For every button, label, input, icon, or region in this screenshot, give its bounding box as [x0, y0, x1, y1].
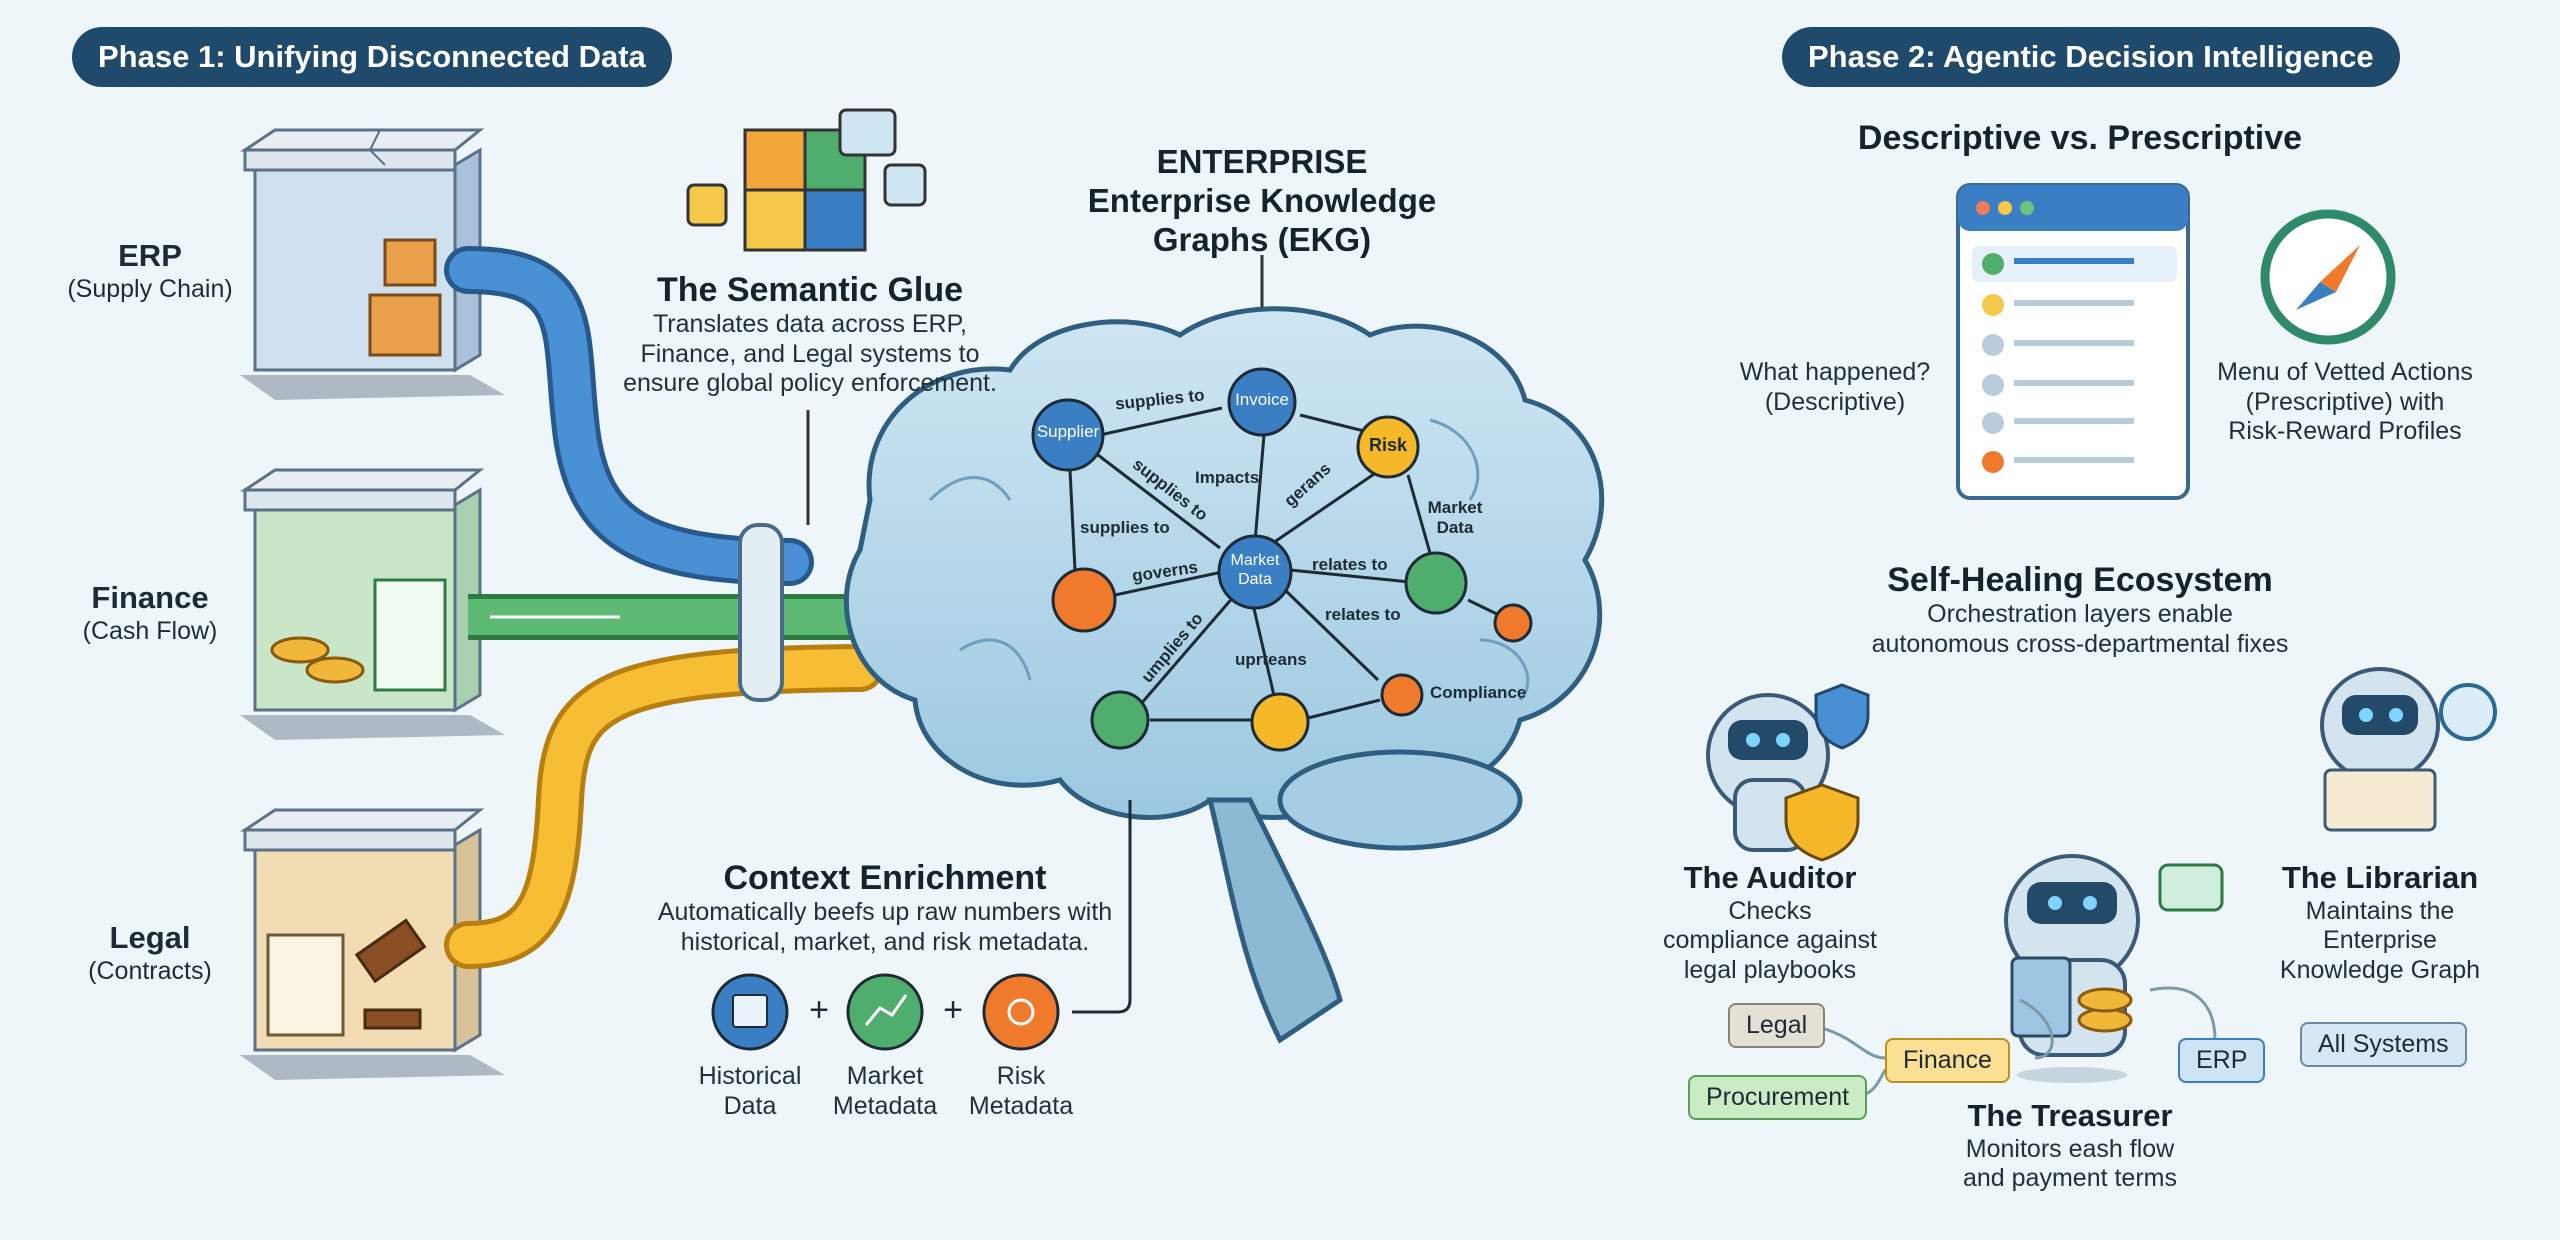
graph-node-green	[1404, 551, 1468, 615]
edge-label: uprteans	[1235, 650, 1307, 669]
ekg-title: ENTERPRISE Enterprise Knowledge Graphs (…	[1087, 143, 1437, 258]
semantic-glue-text: The Semantic Glue Translates data across…	[623, 271, 997, 398]
graph-edge	[1138, 594, 1237, 706]
graph-node-green	[1090, 690, 1150, 750]
graph-node-yellow	[1250, 692, 1310, 752]
gavel-icon	[354, 918, 427, 984]
pipe-clamp	[738, 523, 784, 702]
globe-icon	[2439, 683, 2497, 741]
graph-edge	[1114, 570, 1223, 597]
librarian-robot	[2320, 667, 2440, 832]
legal-label: Legal (Contracts)	[88, 920, 212, 985]
graph-edge	[1099, 406, 1223, 437]
compass-icon	[2260, 209, 2396, 345]
tag-finance: Finance	[1885, 1038, 2010, 1083]
node-label-risk: Risk	[1368, 435, 1408, 455]
chat-bubble-icon	[2158, 863, 2224, 912]
graph-node-supplier	[1031, 398, 1105, 472]
open-book-icon	[2323, 768, 2437, 832]
scroll-icon	[266, 933, 345, 1037]
translate-icon	[883, 163, 927, 207]
graph-node-orange	[1380, 673, 1424, 717]
edge-label: relates to	[1312, 555, 1388, 574]
edge-label: Impacts	[1195, 468, 1260, 487]
calculator-icon	[2010, 956, 2072, 1038]
descriptive-right: Menu of Vetted Actions (Prescriptive) wi…	[2217, 358, 2473, 445]
plus-sign: +	[943, 991, 963, 1029]
puzzle-icon	[743, 128, 867, 252]
auditor-text: The Auditor Checks compliance against le…	[1662, 860, 1877, 984]
graph-edge	[1289, 568, 1411, 584]
plus-sign: +	[809, 991, 829, 1029]
tag-procurement: Procurement	[1688, 1075, 1868, 1120]
finance-silo	[240, 468, 505, 740]
context-item-market: Market Metadata	[832, 1062, 938, 1120]
dashboard-window	[1956, 183, 2190, 500]
graph-node-market	[1217, 534, 1293, 610]
translate-icon	[686, 183, 728, 227]
enrichment-connector	[1072, 800, 1132, 1014]
node-label-invoice: Invoice	[1235, 390, 1289, 409]
knowledge-graph	[1068, 406, 1506, 722]
tag-erp: ERP	[2178, 1038, 2266, 1083]
graph-edge	[1253, 434, 1266, 543]
graph-label-compliance: Compliance	[1430, 683, 1527, 702]
node-label-supplier: Supplier	[1036, 422, 1100, 441]
alert-sun-icon	[982, 973, 1060, 1051]
descriptive-left: What happened? (Descriptive)	[1739, 358, 1931, 416]
graph-edge	[1068, 469, 1077, 571]
finance-label: Finance (Cash Flow)	[82, 580, 218, 645]
phase2-header: Phase 2: Agentic Decision Intelligence	[1782, 27, 2400, 87]
graph-node-orange	[1493, 603, 1533, 643]
tag-connector	[2149, 986, 2217, 1041]
graph-edge	[1299, 698, 1381, 722]
treasurer-robot	[2004, 854, 2140, 1083]
tag-connector	[2019, 998, 2054, 1060]
context-item-risk: Risk Metadata	[968, 1062, 1074, 1120]
node-label-market: Market Data	[1230, 552, 1280, 588]
phase1-header: Phase 1: Unifying Disconnected Data	[72, 27, 672, 87]
treasurer-text: The Treasurer Monitors eash flow and pay…	[1963, 1098, 2177, 1193]
graph-node-invoice	[1227, 367, 1297, 437]
graph-edge	[1269, 468, 1381, 547]
context-item-historical: Historical Data	[698, 1062, 802, 1120]
box-icon	[368, 293, 442, 357]
graph-node-orange	[1051, 567, 1117, 633]
graph-edge	[1097, 453, 1221, 550]
graph-label-market: Market Data	[1427, 498, 1483, 538]
erp-label: ERP (Supply Chain)	[67, 238, 233, 303]
box-icon	[383, 238, 437, 287]
graph-edge	[1283, 588, 1380, 682]
edge-label: relates to	[1325, 605, 1401, 624]
self-healing-text: Self-Healing Ecosystem Orchestration lay…	[1871, 561, 2289, 658]
edge-label: supplies to	[1080, 518, 1170, 537]
shield-icon	[1814, 683, 1870, 750]
graph-edge	[1299, 413, 1369, 434]
descriptive-title: Descriptive vs. Prescriptive	[1857, 119, 2303, 157]
graph-edge	[1250, 599, 1277, 701]
spreadsheet-icon	[373, 578, 447, 692]
legal-silo	[240, 808, 505, 1080]
graph-edge	[1406, 474, 1434, 561]
chat-bubble-icon	[838, 108, 897, 157]
librarian-text: The Librarian Maintains the Enterprise K…	[2279, 860, 2481, 984]
tag-all-systems: All Systems	[2300, 1022, 2467, 1067]
tag-legal: Legal	[1728, 1003, 1826, 1048]
coin-stack-icon	[270, 636, 330, 664]
scales-shield-icon	[1784, 783, 1860, 862]
graph-node-risk	[1356, 415, 1420, 479]
context-enrichment-text: Context Enrichment Automatically beefs u…	[657, 859, 1113, 956]
